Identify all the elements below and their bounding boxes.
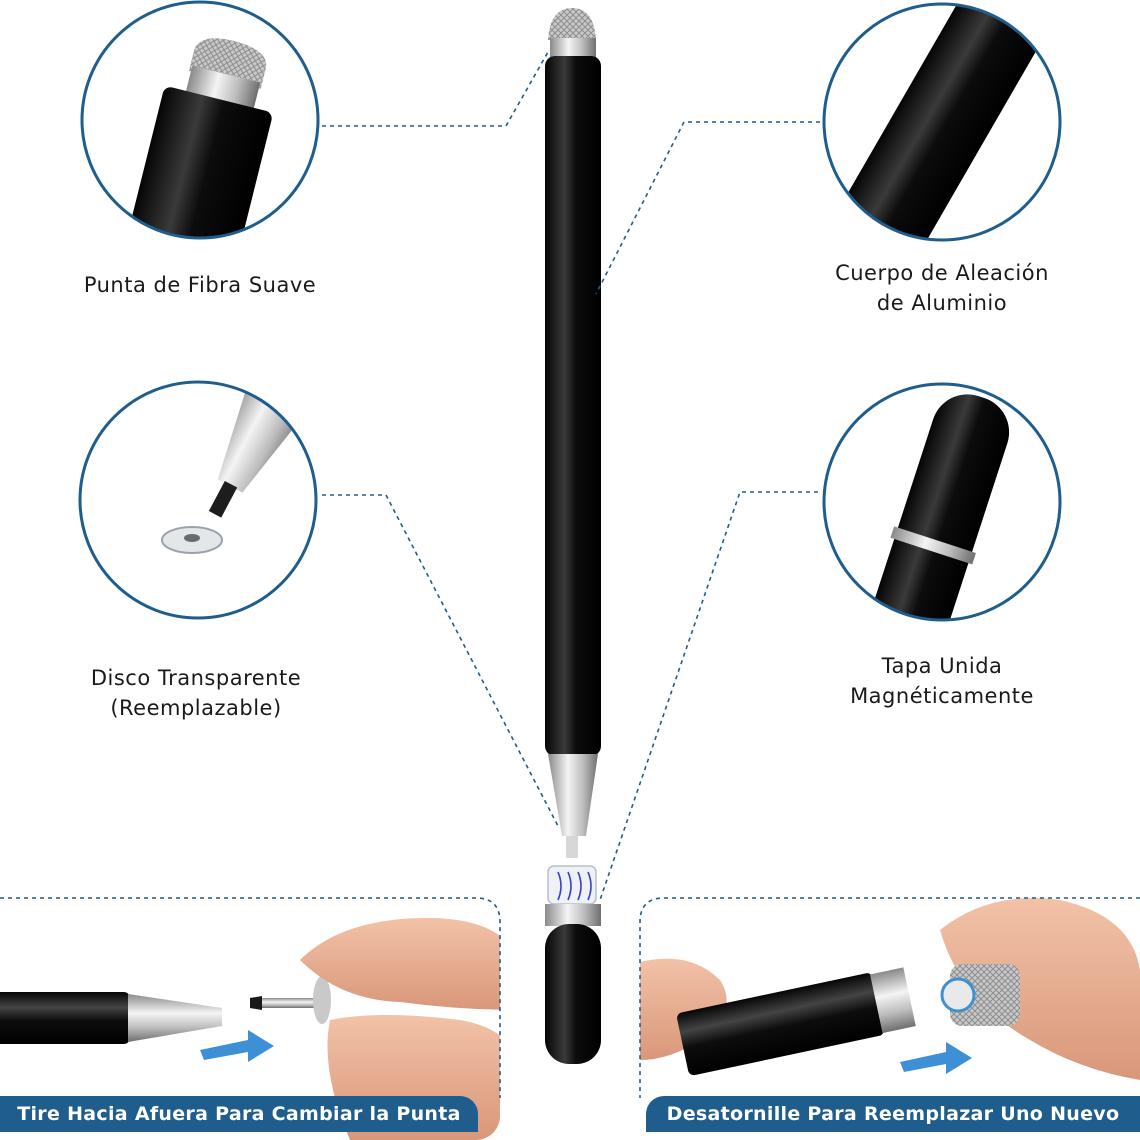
- aluminum-body-line1: Cuerpo de Aleación: [835, 261, 1049, 285]
- magnetic-cap-line2: Magnéticamente: [850, 684, 1034, 708]
- label-soft-fiber-tip: Punta de Fibra Suave: [40, 270, 360, 300]
- leader-lines: [322, 51, 820, 901]
- caption-pull-tip: Tire Hacia Afuera Para Cambiar la Punta: [0, 1096, 478, 1132]
- detail-circle-aluminum-body: [822, 2, 1062, 242]
- caption-unscrew-tip: Desatornille Para Reemplazar Uno Nuevo: [646, 1096, 1140, 1132]
- detail-circle-fiber-tip: [80, 0, 320, 240]
- detail-circle-transparent-disc: [78, 380, 318, 620]
- magnetic-cap-line1: Tapa Unida: [881, 654, 1003, 678]
- soft-fiber-tip-text: Punta de Fibra Suave: [83, 273, 317, 297]
- label-aluminum-body: Cuerpo de Aleación de Aluminio: [792, 258, 1092, 318]
- label-magnetic-cap: Tapa Unida Magnéticamente: [792, 651, 1092, 711]
- detail-circle-magnetic-cap: [822, 382, 1062, 622]
- aluminum-body-line2: de Aluminio: [876, 291, 1008, 315]
- label-transparent-disc: Disco Transparente (Reemplazable): [36, 663, 356, 723]
- transparent-disc-line2: (Reemplazable): [110, 696, 282, 720]
- transparent-disc-line1: Disco Transparente: [90, 666, 302, 690]
- stylus-pen: [545, 8, 601, 1064]
